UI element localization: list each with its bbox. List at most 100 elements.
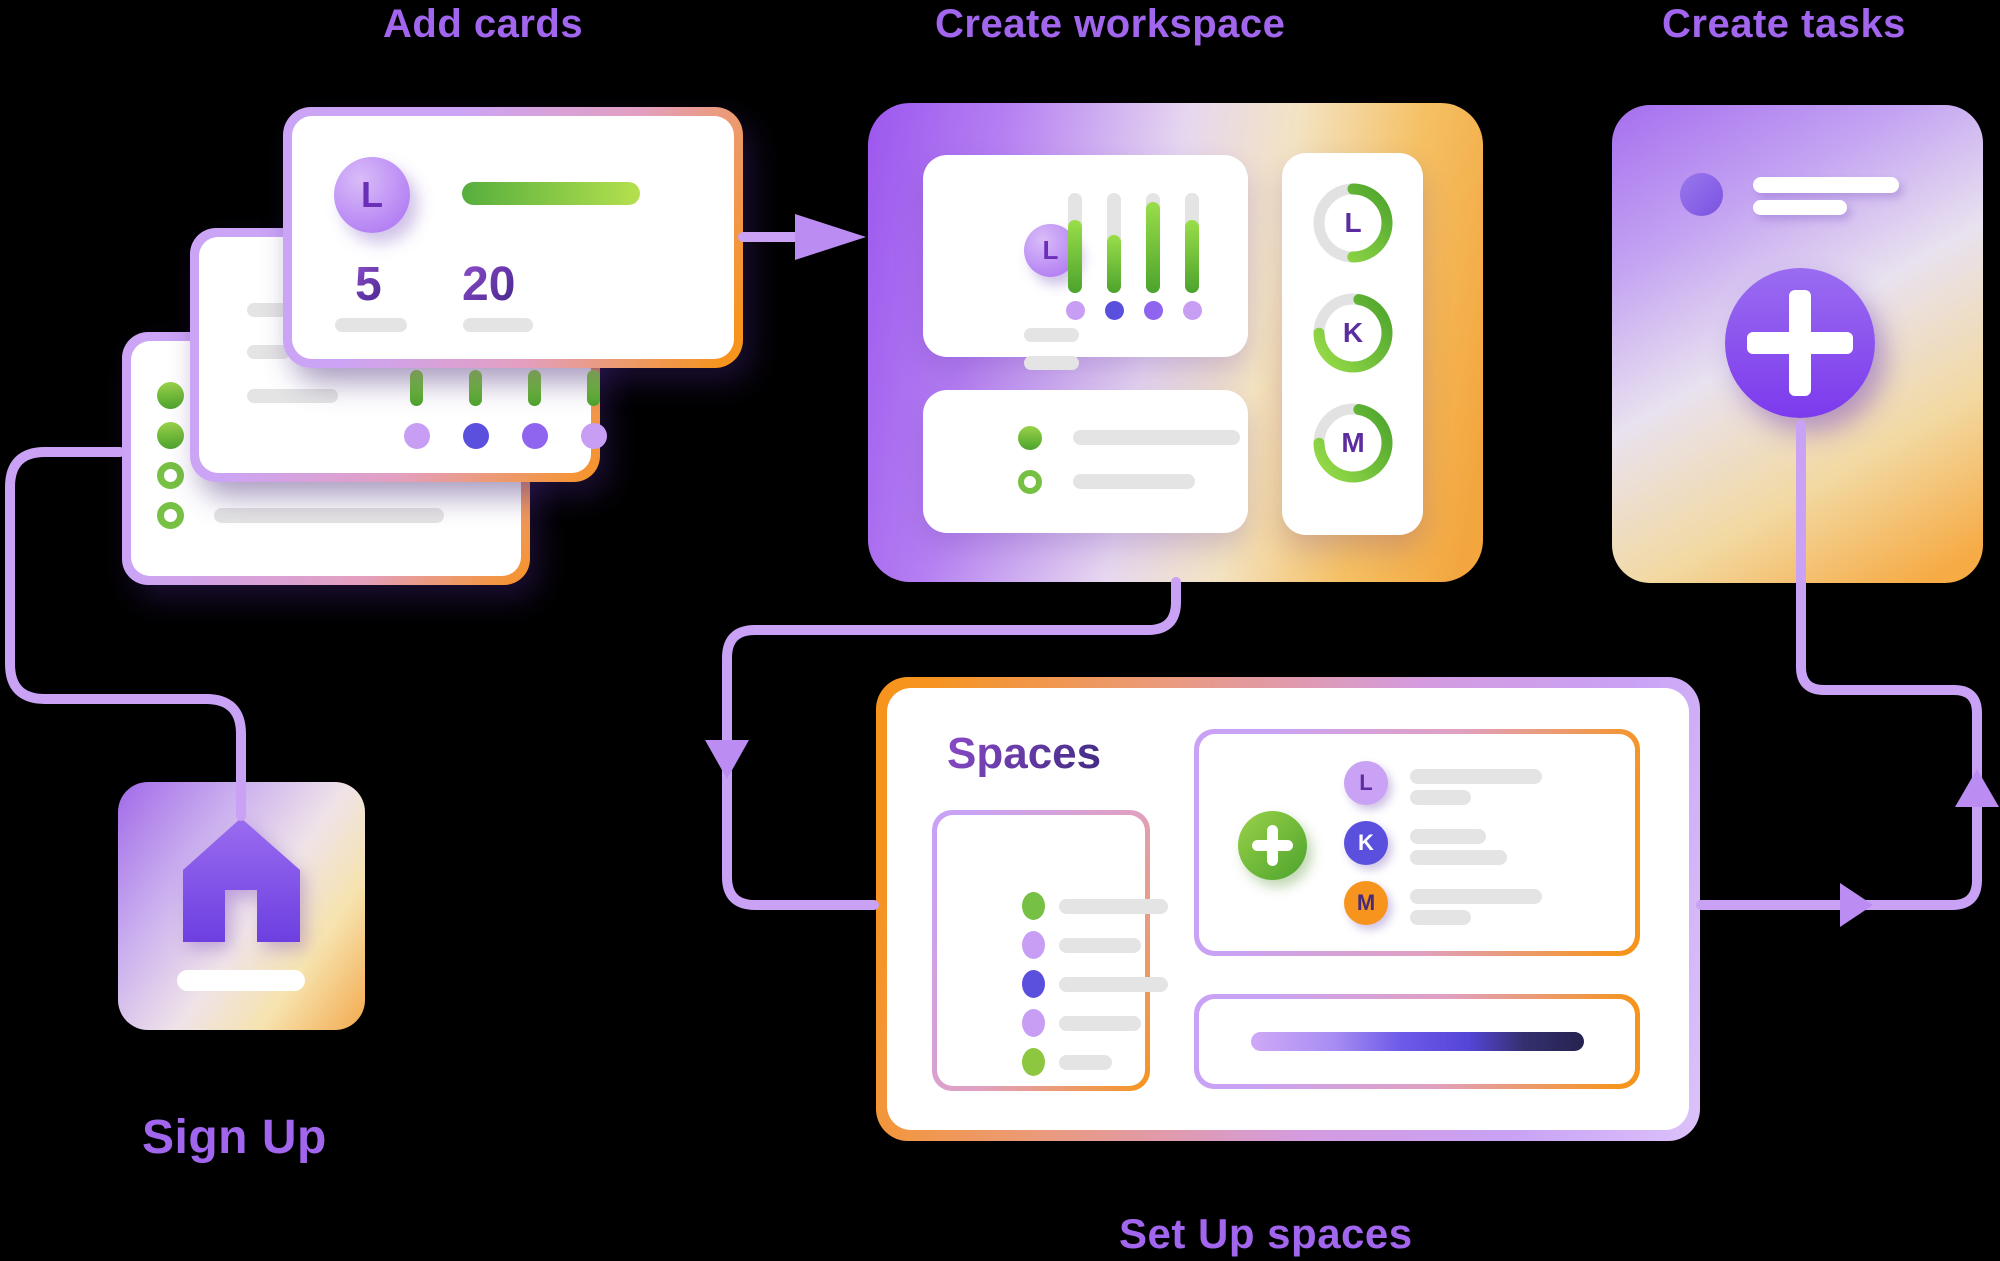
workspace-bar-chart [923, 155, 1248, 357]
list-text-line [1073, 474, 1195, 489]
workspace-text-line [1024, 356, 1079, 370]
bar-dot [1183, 301, 1202, 320]
arrowhead-right-to-workspace [795, 214, 866, 260]
bar-dot [581, 423, 607, 449]
house-icon [183, 818, 300, 942]
member-text-line [1410, 769, 1542, 784]
member-text-line [1410, 829, 1486, 844]
list-bullet [1018, 426, 1042, 450]
space-bullet [1022, 892, 1045, 920]
arrowhead-down-to-spaces [705, 740, 749, 779]
ring-letter: L [1344, 207, 1362, 238]
add-member-plus-button [1238, 811, 1307, 880]
tasks-title-line [1753, 177, 1899, 193]
label-set-up-spaces: Set Up spaces [1119, 1210, 1413, 1257]
middle-card-text-line [247, 389, 338, 403]
bar-fill [1146, 202, 1160, 293]
add-task-plus-button [1725, 268, 1875, 418]
bar-fill [1107, 235, 1121, 293]
space-bullet [1022, 931, 1045, 959]
front-card-text-line [463, 318, 533, 332]
bar-dot [1144, 301, 1163, 320]
spaces-progress-card [1194, 994, 1640, 1089]
ring-letter: K [1342, 317, 1364, 348]
tasks-title-line [1753, 200, 1847, 215]
front-card-avatar: L [334, 157, 410, 233]
arrowhead-right-from-spaces [1840, 883, 1873, 927]
stat-number-right: 20 [462, 258, 516, 311]
workspace-list-rows [923, 390, 1248, 533]
bar-fill [1068, 220, 1082, 293]
avatar-letter: L [361, 174, 383, 215]
arrowhead-up-to-tasks [1955, 769, 1999, 807]
bar-dot [463, 423, 489, 449]
space-text-line [1059, 1055, 1112, 1070]
member-avatar: M [1344, 881, 1388, 925]
bar-dot [1066, 301, 1085, 320]
space-text-line [1059, 938, 1141, 953]
mini-bar [469, 370, 482, 406]
bullet-filled [157, 422, 184, 449]
member-text-line [1410, 910, 1471, 925]
mini-bar [528, 370, 541, 406]
ring-letter: M [1341, 427, 1365, 458]
space-bullet [1022, 1048, 1045, 1076]
list-bullet [1018, 470, 1042, 494]
back-card-text-line [214, 508, 444, 523]
stat-number-left: 5 [355, 258, 382, 311]
workspace-rings-card: L K M [1282, 153, 1423, 535]
bar-fill [1185, 220, 1199, 293]
spaces-progress-bar [1251, 1032, 1584, 1051]
workspace-text-line [1024, 328, 1079, 342]
mini-bar [587, 370, 600, 406]
list-text-line [1073, 430, 1240, 445]
create-workspace-panel: L L K [868, 103, 1483, 582]
spaces-list-rows [932, 810, 1168, 1091]
middle-card-text-line [247, 303, 290, 317]
bullet-ring [157, 462, 184, 489]
label-create-tasks: Create tasks [1662, 2, 1906, 46]
avatar-letter: L [1042, 235, 1059, 265]
space-bullet [1022, 970, 1045, 998]
bullet-filled [157, 382, 184, 409]
member-letter: M [1356, 890, 1376, 915]
middle-card-bar-group [190, 228, 607, 482]
label-add-cards: Add cards [383, 2, 584, 46]
plus-icon [1789, 290, 1811, 396]
space-bullet [1022, 1009, 1045, 1037]
front-card-progress-bar [462, 182, 640, 205]
workspace-progress-rings: L K M [1282, 153, 1423, 535]
workspace-list-card [923, 390, 1248, 533]
create-tasks-card [1612, 105, 1983, 583]
member-text-line [1410, 790, 1471, 805]
workspace-chart-card: L [923, 155, 1248, 370]
spaces-members-card: L K M [1194, 729, 1640, 956]
member-letter: K [1358, 830, 1374, 855]
bar-dot [522, 423, 548, 449]
space-text-line [1059, 1016, 1141, 1031]
spaces-title: Spaces [947, 729, 1102, 778]
member-avatar: K [1344, 821, 1388, 865]
set-up-spaces-panel: Spaces L K M [876, 677, 1700, 1141]
tasks-item-dot [1680, 173, 1723, 216]
plus-icon [1267, 825, 1278, 866]
middle-card-text-line [247, 345, 290, 359]
mini-bar [410, 370, 423, 406]
member-avatar: L [1344, 761, 1388, 805]
progress-ring: M [1313, 403, 1393, 483]
signup-button-bar [177, 970, 305, 991]
progress-ring: L [1313, 183, 1393, 263]
bullet-ring [157, 502, 184, 529]
member-letter: L [1359, 770, 1373, 795]
sign-up-card [118, 782, 365, 1030]
spaces-list-card [932, 810, 1168, 1091]
add-cards-front-card: L 5 20 [283, 107, 743, 368]
member-text-line [1410, 889, 1542, 904]
space-text-line [1059, 899, 1168, 914]
space-text-line [1059, 977, 1168, 992]
bar-dot [1105, 301, 1124, 320]
member-rows: L K M [1194, 729, 1640, 956]
member-text-line [1410, 850, 1507, 865]
label-create-workspace: Create workspace [935, 2, 1286, 46]
